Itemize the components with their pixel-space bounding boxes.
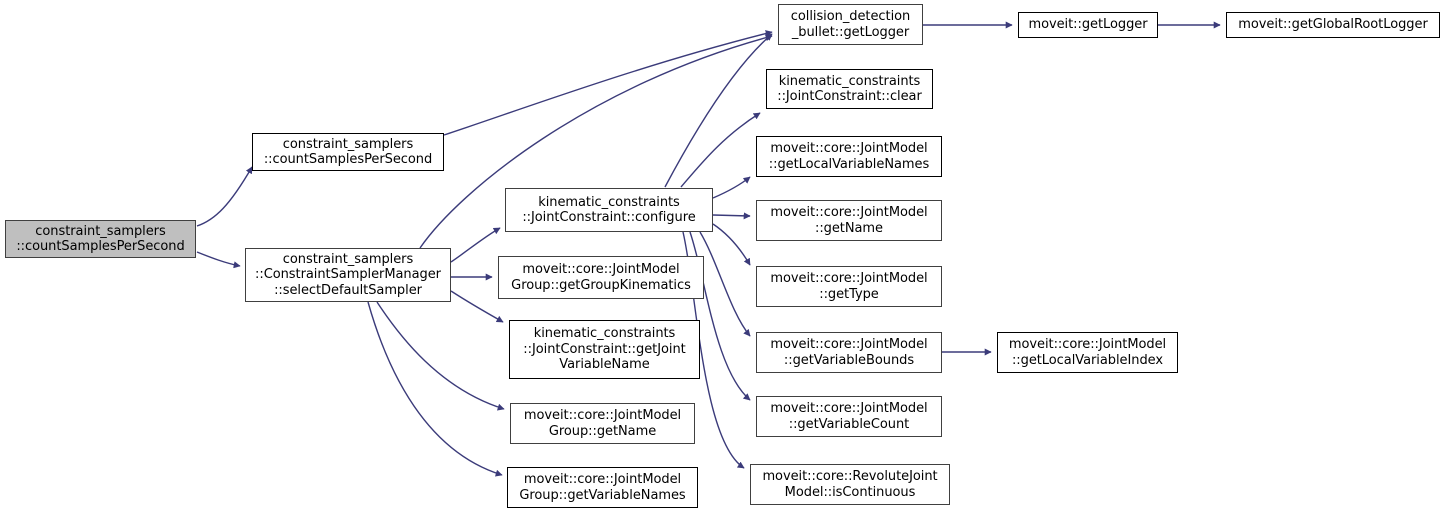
- graph-node-root[interactable]: constraint_samplers ::countSamplesPerSec…: [5, 220, 196, 258]
- graph-node-label: moveit::core::JointModel ::getType: [770, 271, 928, 302]
- graph-node-isContinuous[interactable]: moveit::core::RevoluteJoint Model::isCon…: [750, 464, 950, 505]
- graph-edge-jcConfigure-to-getType: [712, 223, 751, 266]
- graph-node-getLocalVariableNames[interactable]: moveit::core::JointModel ::getLocalVaria…: [756, 136, 942, 177]
- graph-edge-selectDefaultSampler-to-jcConfigure: [450, 227, 501, 263]
- graph-node-label: moveit::core::RevoluteJoint Model::isCon…: [762, 469, 938, 500]
- graph-node-label: moveit::getLogger: [1028, 17, 1148, 33]
- graph-node-getGroupKinematics[interactable]: moveit::core::JointModel Group::getGroup…: [498, 256, 704, 299]
- graph-node-getVariableBounds[interactable]: moveit::core::JointModel ::getVariableBo…: [756, 332, 942, 373]
- graph-node-selectDefaultSampler[interactable]: constraint_samplers ::ConstraintSamplerM…: [245, 248, 451, 302]
- graph-node-countSamplesPerSecond2[interactable]: constraint_samplers ::countSamplesPerSec…: [252, 133, 444, 171]
- graph-node-label: moveit::core::JointModel ::getLocalVaria…: [768, 141, 930, 172]
- graph-node-moveitGetGlobalRootLogger[interactable]: moveit::getGlobalRootLogger: [1226, 12, 1440, 38]
- graph-node-label: moveit::core::JointModel ::getName: [770, 205, 928, 236]
- graph-node-getLocalVariableIndex[interactable]: moveit::core::JointModel ::getLocalVaria…: [997, 332, 1178, 373]
- graph-edge-jcConfigure-to-getLocalVariableNames: [712, 176, 751, 199]
- graph-node-label: constraint_samplers ::ConstraintSamplerM…: [255, 251, 441, 298]
- graph-node-label: kinematic_constraints ::JointConstraint:…: [522, 194, 696, 226]
- graph-node-label: constraint_samplers ::countSamplesPerSec…: [16, 223, 185, 255]
- graph-edge-jcConfigure-to-jcClear: [680, 112, 761, 188]
- graph-node-getJointVariableName[interactable]: kinematic_constraints ::JointConstraint:…: [509, 320, 700, 379]
- graph-node-label: constraint_samplers ::countSamplesPerSec…: [263, 136, 433, 168]
- graph-node-moveitGetLogger[interactable]: moveit::getLogger: [1018, 12, 1158, 38]
- graph-node-getVariableCount[interactable]: moveit::core::JointModel ::getVariableCo…: [756, 396, 942, 437]
- graph-node-jcConfigure[interactable]: kinematic_constraints ::JointConstraint:…: [505, 188, 713, 232]
- graph-node-label: kinematic_constraints ::JointConstraint:…: [777, 73, 922, 105]
- graph-node-getType[interactable]: moveit::core::JointModel ::getType: [756, 266, 942, 307]
- graph-node-label: moveit::getGlobalRootLogger: [1238, 17, 1428, 33]
- graph-node-bulletGetLogger[interactable]: collision_detection _bullet::getLogger: [778, 4, 923, 45]
- graph-edge-selectDefaultSampler-to-groupGetName: [376, 301, 505, 411]
- graph-edge-selectDefaultSampler-to-getJointVariableName: [450, 290, 504, 323]
- graph-node-label: moveit::core::JointModel ::getVariableBo…: [770, 337, 928, 368]
- graph-node-jcClear[interactable]: kinematic_constraints ::JointConstraint:…: [766, 69, 933, 109]
- graph-node-label: moveit::core::JointModel ::getLocalVaria…: [1008, 337, 1167, 368]
- graph-edge-selectDefaultSampler-to-groupGetVariableNames: [367, 301, 503, 477]
- graph-edge-countSamplesPerSecond2-to-bulletGetLogger: [443, 30, 773, 136]
- graph-node-jmGetName[interactable]: moveit::core::JointModel ::getName: [756, 200, 942, 241]
- graph-edge-jcConfigure-to-jmGetName: [712, 212, 751, 220]
- graph-node-label: kinematic_constraints ::JointConstraint:…: [523, 326, 686, 373]
- graph-node-groupGetVariableNames[interactable]: moveit::core::JointModel Group::getVaria…: [507, 467, 698, 508]
- graph-node-label: collision_detection _bullet::getLogger: [790, 9, 911, 40]
- graph-edge-root-to-selectDefaultSampler: [196, 251, 241, 269]
- graph-node-label: moveit::core::JointModel ::getVariableCo…: [770, 401, 928, 432]
- graph-node-label: moveit::core::JointModel Group::getVaria…: [519, 472, 686, 503]
- graph-edge-jcConfigure-to-getVariableBounds: [699, 231, 751, 337]
- graph-node-groupGetName[interactable]: moveit::core::JointModel Group::getName: [510, 403, 695, 444]
- graph-edge-root-to-countSamplesPerSecond2: [196, 166, 253, 227]
- graph-node-label: moveit::core::JointModel Group::getName: [523, 408, 682, 439]
- graph-node-label: moveit::core::JointModel Group::getGroup…: [511, 262, 691, 293]
